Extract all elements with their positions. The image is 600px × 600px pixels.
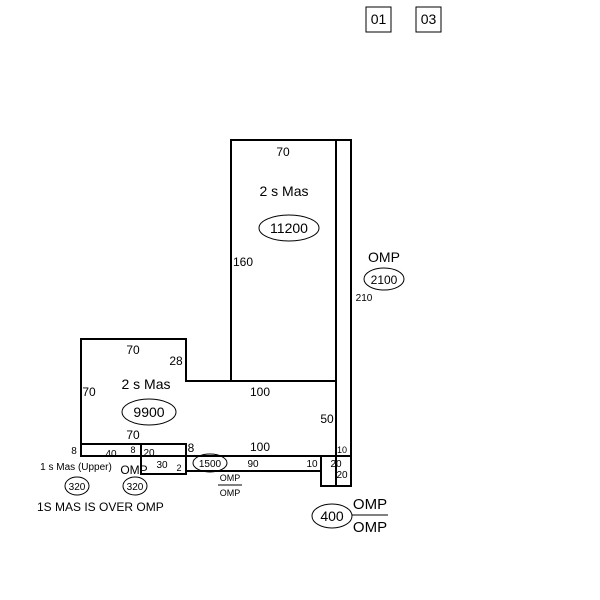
summary-area-oval <box>311 503 353 529</box>
lower-block-bottom: 100 <box>250 440 270 454</box>
upper-tall-side: 160 <box>233 255 253 269</box>
upper-wing-area-oval <box>64 476 90 496</box>
lower-block-left: 70 <box>82 385 96 399</box>
omp-small-label: OMP <box>120 463 147 477</box>
header-box-2-label: 03 <box>421 11 437 27</box>
lower-block-area: 9900 <box>133 404 164 420</box>
header-box-2 <box>415 6 442 33</box>
corner-c: 10 <box>306 459 318 470</box>
corner-d: 20 <box>336 470 348 481</box>
porch-bottom: OMP <box>220 488 241 498</box>
upper-wing-small: 8 <box>130 445 135 455</box>
lower-block-notch: 28 <box>169 354 183 368</box>
porch-area: 1500 <box>199 459 222 470</box>
corner-e: 8 <box>188 441 195 455</box>
header-box-1-label: 01 <box>371 11 387 27</box>
upper-tall-area-oval <box>258 214 320 242</box>
porch-area-oval <box>192 453 228 473</box>
sketch-note: 1S MAS IS OVER OMP <box>37 500 164 514</box>
upper-tall-type: 2 s Mas <box>259 183 308 199</box>
corner-a: 10 <box>337 445 347 455</box>
lower-block-area-oval <box>121 398 177 426</box>
lower-block-type: 2 s Mas <box>121 376 170 392</box>
omp-small-side: 20 <box>143 448 155 459</box>
omp-small-box <box>140 443 187 475</box>
lower-block-mid: 100 <box>250 385 270 399</box>
lower-block <box>80 338 337 457</box>
porch-span: 90 <box>247 459 259 470</box>
upper-wing-left: 8 <box>71 446 77 457</box>
porch-tiny: 2 <box>176 463 181 473</box>
porch-len: 30 <box>156 460 168 471</box>
upper-tall-area: 11200 <box>270 220 308 236</box>
omp-strip <box>335 139 352 457</box>
corner-box <box>320 455 352 487</box>
omp-strip-side: 210 <box>356 293 373 304</box>
omp-strip-area-oval <box>363 267 405 291</box>
summary-top: OMP <box>353 496 387 513</box>
summary-area: 400 <box>320 508 344 524</box>
omp-strip-label: OMP <box>368 249 400 265</box>
corner-b: 20 <box>330 459 342 470</box>
upper-tall-dimension: 70 <box>276 145 290 159</box>
omp-small-area: 320 <box>127 482 144 493</box>
upper-wing-area: 320 <box>69 482 86 493</box>
lower-block-right: 50 <box>320 412 334 426</box>
upper-wing <box>80 443 142 457</box>
upper-wing-label: 1 s Mas (Upper) <box>40 462 112 473</box>
lower-block-top: 70 <box>126 343 140 357</box>
upper-wing-width: 40 <box>105 449 117 460</box>
lower-block-inner: 70 <box>126 428 140 442</box>
omp-small-area-oval <box>122 476 148 496</box>
header-box-1 <box>365 6 392 33</box>
omp-strip-area: 2100 <box>371 273 398 287</box>
porch-top: OMP <box>220 473 241 483</box>
summary-bottom: OMP <box>353 519 387 536</box>
